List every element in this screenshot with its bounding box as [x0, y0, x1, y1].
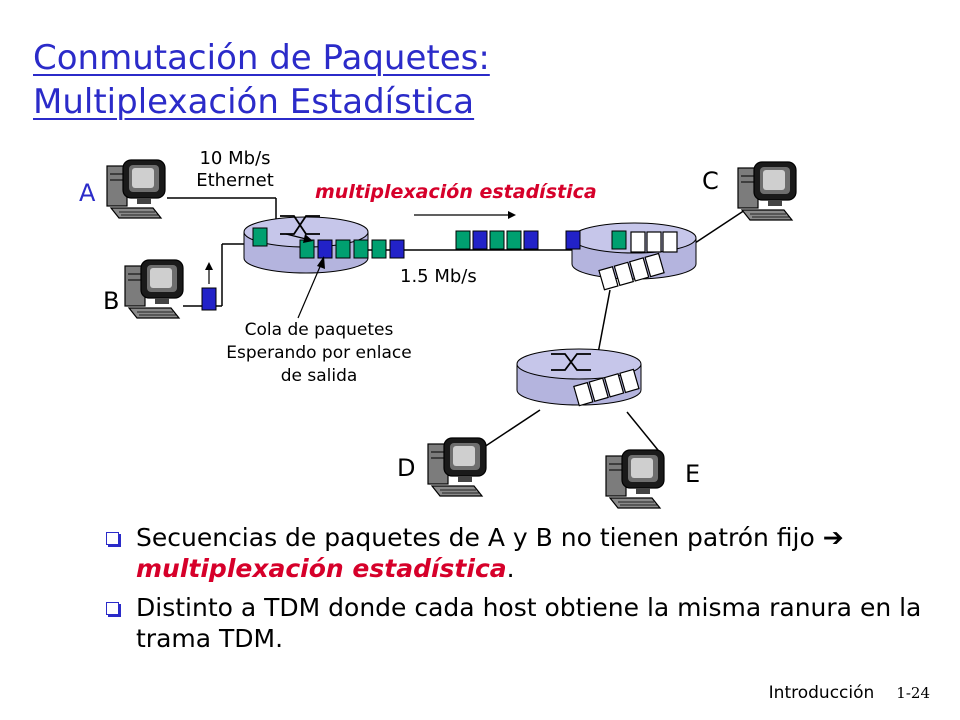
- access-rate: 10 Mb/s: [199, 148, 271, 169]
- link-e: [626, 411, 663, 456]
- footer-section: Introducción: [768, 683, 875, 703]
- title-line-1: Conmutación de Paquetes:: [33, 38, 490, 78]
- queue-label: Cola de paquetes Esperando por enlace de…: [196, 319, 442, 388]
- packet-a-icon: [252, 227, 268, 247]
- queue-left: [299, 239, 405, 259]
- bullet-list: Secuencias de paquetes de A y B no tiene…: [106, 522, 926, 662]
- bullet-1-end: .: [506, 554, 515, 583]
- computer-a-icon: [106, 159, 166, 219]
- bullet-2: Distinto a TDM donde cada host obtiene l…: [106, 592, 926, 654]
- arrow-icon: ➔: [822, 523, 844, 552]
- access-link-label: 10 Mb/s Ethernet: [176, 148, 294, 192]
- slide-footer: Introducción 1-24: [769, 683, 930, 703]
- bullet-2-text: Distinto a TDM donde cada host obtiene l…: [136, 593, 922, 653]
- host-c-label: C: [702, 167, 719, 195]
- access-type: Ethernet: [196, 170, 274, 191]
- page-number: 1-24: [896, 684, 930, 702]
- computer-d-icon: [427, 437, 487, 497]
- trunk-rate-label: 1.5 Mb/s: [400, 266, 477, 287]
- bullet-1-highlight: multiplexación estadística: [136, 554, 507, 583]
- computer-b-icon: [124, 259, 184, 319]
- bullet-box-icon: [106, 532, 119, 545]
- host-e-label: E: [685, 460, 701, 488]
- queue-label-line-1: Cola de paquetes: [244, 320, 394, 340]
- host-b-label: B: [103, 287, 120, 315]
- queue-label-line-3: de salida: [280, 366, 358, 386]
- title-line-2: Multiplexación Estadística: [33, 82, 475, 122]
- bullet-box-icon: [106, 602, 119, 615]
- computer-e-icon: [605, 449, 665, 509]
- queue-pointer: [297, 261, 323, 319]
- link-c: [691, 209, 746, 246]
- packet-b-icon: [201, 287, 217, 311]
- bullet-1: Secuencias de paquetes de A y B no tiene…: [106, 522, 926, 584]
- slide-title: Conmutación de Paquetes: Multiplexación …: [33, 36, 933, 124]
- host-d-label: D: [397, 454, 416, 482]
- computer-c-icon: [737, 161, 797, 221]
- host-a-label: A: [79, 179, 96, 207]
- trunk-packets: [455, 230, 627, 250]
- router-bottom-icon: [516, 348, 642, 406]
- queue-label-line-2: Esperando por enlace: [226, 343, 412, 363]
- trunk-mux-label: multiplexación estadística: [315, 181, 597, 203]
- bullet-1-text: Secuencias de paquetes de A y B no tiene…: [136, 523, 823, 552]
- queue-right: [598, 231, 678, 291]
- queue-bottom: [573, 368, 640, 407]
